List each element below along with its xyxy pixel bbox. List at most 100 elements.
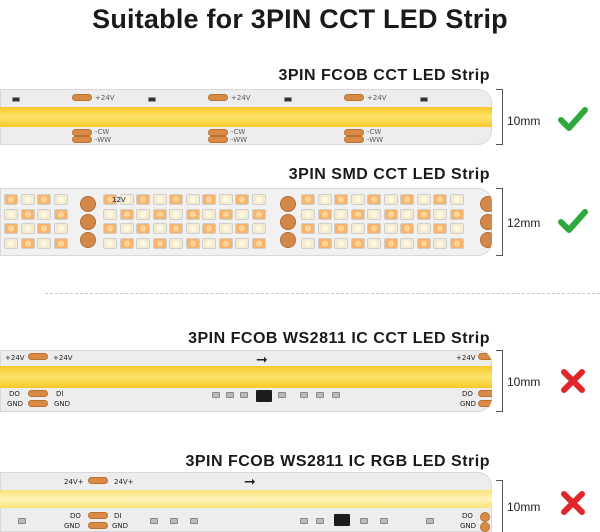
smd-led	[218, 194, 233, 205]
strip-ws2811-cct: +24V +24V +24V ➞ DO GND DI GND DO GND	[0, 350, 492, 412]
width-bracket	[496, 350, 503, 412]
section-title-ws2811-rgb: 3PIN FCOB WS2811 IC RGB LED Strip	[185, 453, 490, 470]
pad-label: DO	[70, 512, 81, 520]
solder-pad	[72, 136, 92, 143]
smd-led	[169, 194, 183, 205]
width-label: 12mm	[507, 216, 541, 230]
smd-led	[251, 237, 266, 249]
pad-label: DI	[56, 390, 64, 398]
smd-led	[433, 237, 447, 249]
strip-smd-cct: 12V	[0, 188, 492, 256]
smd-led	[367, 194, 381, 205]
smd-led	[383, 223, 398, 234]
smd-led	[152, 194, 167, 205]
smd-component	[380, 518, 388, 524]
solder-pad	[208, 94, 228, 101]
solder-pad	[480, 512, 490, 522]
smd-component	[316, 518, 324, 524]
solder-pad	[480, 196, 492, 212]
smd-led	[53, 208, 68, 220]
smd-led	[433, 194, 447, 205]
smd-led	[235, 194, 249, 205]
smd-led	[367, 237, 381, 249]
smd-led	[4, 223, 18, 234]
smd-led	[350, 237, 365, 249]
smd-led	[37, 194, 51, 205]
smd-led	[136, 208, 150, 220]
smd-led	[103, 208, 117, 220]
smd-component	[300, 392, 308, 398]
smd-led	[317, 237, 332, 249]
smd-led	[103, 237, 117, 249]
smd-led	[400, 208, 414, 220]
smd-led	[416, 194, 431, 205]
smd-component	[226, 392, 234, 398]
smd-led	[400, 223, 414, 234]
smd-led	[218, 223, 233, 234]
smd-component	[332, 392, 340, 398]
solder-pad	[208, 136, 228, 143]
smd-led	[416, 223, 431, 234]
smd-led	[4, 237, 18, 249]
smd-led	[235, 208, 249, 220]
smd-led	[383, 208, 398, 220]
smd-led	[301, 223, 315, 234]
smd-component	[426, 518, 434, 524]
section-title-ws2811-cct: 3PIN FCOB WS2811 IC CCT LED Strip	[188, 330, 490, 347]
solder-pad	[480, 232, 492, 248]
smd-led	[400, 194, 414, 205]
resistor	[148, 97, 156, 102]
smd-led	[4, 194, 18, 205]
smd-led	[119, 237, 134, 249]
smd-component	[170, 518, 178, 524]
cob-led-band	[0, 366, 492, 388]
pad-label: 24V+	[114, 478, 134, 486]
pad-label: +24V	[95, 94, 115, 102]
smd-led	[53, 223, 68, 234]
section-title-fcob-cct: 3PIN FCOB CCT LED Strip	[278, 67, 490, 84]
solder-pad	[280, 232, 296, 248]
solder-pad	[208, 129, 228, 136]
smd-led	[20, 223, 35, 234]
smd-led	[185, 194, 200, 205]
smd-led	[119, 208, 134, 220]
smd-led	[301, 194, 315, 205]
pad-label: GND	[460, 400, 477, 408]
solder-pad	[478, 390, 492, 397]
pad-label: -CW	[367, 128, 382, 136]
smd-led	[103, 194, 117, 205]
check-icon	[558, 209, 588, 233]
smd-component	[240, 392, 248, 398]
solder-pad	[478, 400, 492, 407]
pad-label: -WW	[231, 136, 248, 144]
width-bracket	[496, 188, 503, 256]
check-icon	[558, 107, 588, 131]
cross-icon	[561, 369, 585, 393]
pad-label: GND	[54, 400, 71, 408]
smd-led	[433, 208, 447, 220]
smd-led	[218, 208, 233, 220]
smd-led	[218, 237, 233, 249]
ic-chip	[256, 390, 272, 402]
smd-led	[449, 237, 464, 249]
strip-ws2811-rgb: 24V+ 24V+ ➞ DO GND DI GND DO GND	[0, 472, 492, 532]
smd-led	[416, 208, 431, 220]
smd-led	[185, 237, 200, 249]
smd-led	[185, 208, 200, 220]
pad-label: +24V	[456, 354, 476, 362]
pad-label: GND	[460, 522, 477, 530]
smd-led	[433, 223, 447, 234]
smd-led	[20, 237, 35, 249]
smd-component	[316, 392, 324, 398]
smd-led	[37, 223, 51, 234]
smd-led	[53, 194, 68, 205]
solder-pad	[72, 129, 92, 136]
smd-led	[367, 208, 381, 220]
direction-arrow-icon: ➞	[244, 473, 256, 489]
smd-led	[416, 237, 431, 249]
solder-pad	[280, 196, 296, 212]
smd-led	[400, 237, 414, 249]
pad-label: GND	[64, 522, 81, 530]
smd-led	[350, 208, 365, 220]
smd-component	[18, 518, 26, 524]
